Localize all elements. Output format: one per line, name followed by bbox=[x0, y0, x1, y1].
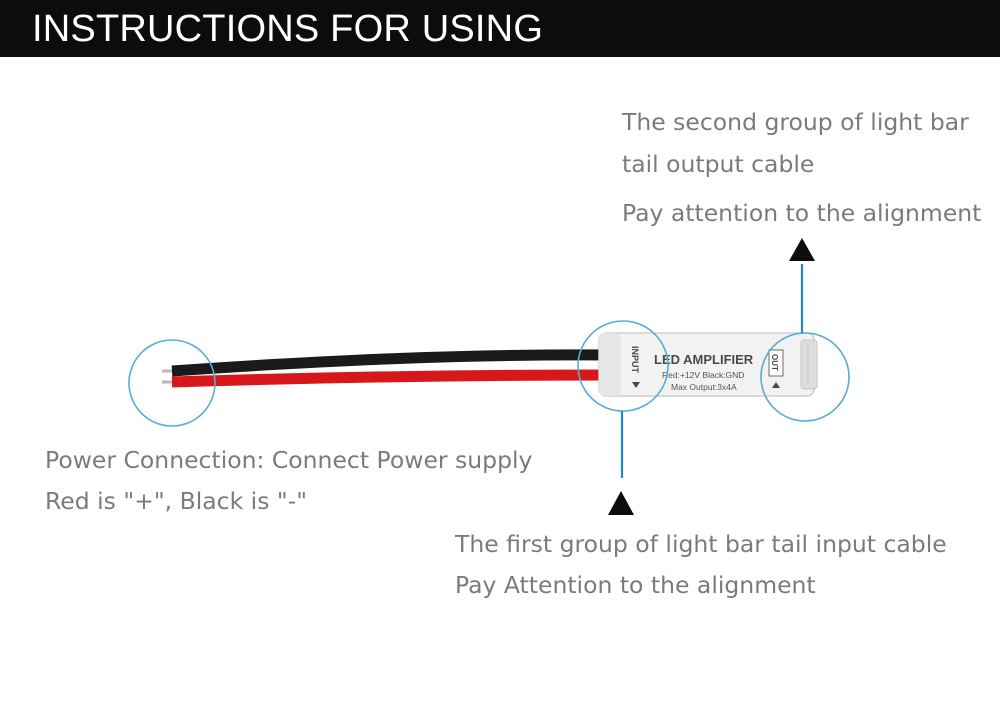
output-triangle-up-icon bbox=[789, 238, 815, 261]
power-caption-line1: Power Connection: Connect Power supply bbox=[45, 446, 533, 474]
output-caption-line2: tail output cable bbox=[622, 150, 815, 178]
module-input-label: INPUT bbox=[630, 346, 640, 374]
input-caption-line1: The first group of light bar tail input … bbox=[455, 530, 947, 558]
module-spec-output: Max Output:3x4A bbox=[671, 382, 737, 392]
led-amplifier-module: LED AMPLIFIER Red:+12V Black:GND Max Out… bbox=[598, 332, 818, 397]
input-triangle-up-icon bbox=[608, 491, 634, 515]
page-title: INSTRUCTIONS FOR USING bbox=[32, 8, 544, 50]
power-cable bbox=[162, 349, 613, 388]
header-bar: INSTRUCTIONS FOR USING bbox=[0, 0, 1000, 57]
input-caption-line2: Pay Attention to the alignment bbox=[455, 571, 816, 599]
output-caption-line3: Pay attention to the alignment bbox=[622, 199, 982, 227]
input-arrow-icon bbox=[632, 382, 640, 388]
power-callout-circle bbox=[128, 339, 216, 427]
module-title: LED AMPLIFIER bbox=[654, 352, 754, 367]
module-output-label: OUT bbox=[770, 354, 779, 371]
output-caption-line1: The second group of light bar bbox=[622, 108, 969, 136]
output-callout-circle bbox=[760, 332, 850, 422]
output-arrow-icon bbox=[772, 382, 780, 388]
module-spec-power: Red:+12V Black:GND bbox=[662, 370, 744, 380]
power-caption-line2: Red is "+", Black is "-" bbox=[45, 487, 307, 515]
